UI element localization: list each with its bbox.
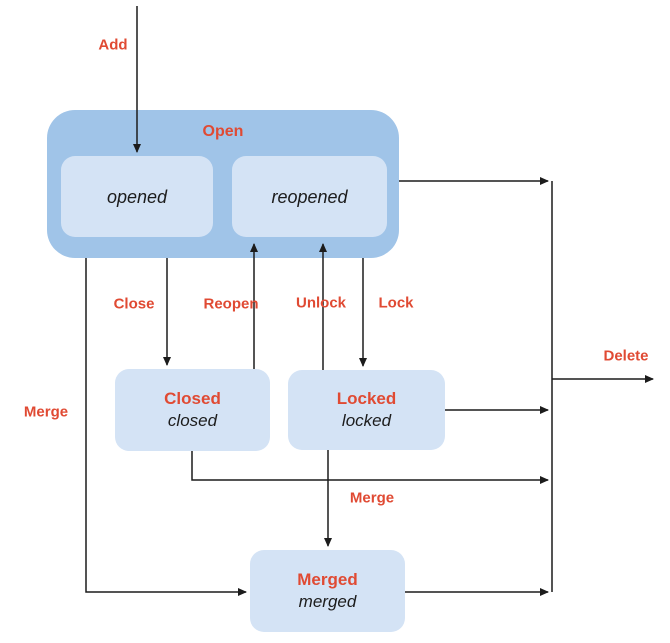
state-locked-title: Locked xyxy=(336,389,397,408)
state-locked-value: locked xyxy=(341,411,392,430)
edge-closed-to-delete-arrow xyxy=(191,451,549,484)
state-opened-label: opened xyxy=(106,186,168,207)
state-opened: opened xyxy=(61,156,213,237)
state-closed: Closed closed xyxy=(115,369,270,451)
state-reopened: reopened xyxy=(232,156,387,237)
state-locked: Locked locked xyxy=(288,370,445,450)
state-merged: Merged merged xyxy=(250,550,405,632)
state-group-open-label: Open xyxy=(202,123,244,140)
state-merged-value: merged xyxy=(298,592,357,611)
state-closed-value: closed xyxy=(167,411,218,430)
edge-merge-from-open-arrow xyxy=(85,258,247,596)
state-merged-title: Merged xyxy=(297,570,358,589)
state-reopened-label: reopened xyxy=(271,186,348,207)
state-closed-title: Closed xyxy=(164,389,221,408)
